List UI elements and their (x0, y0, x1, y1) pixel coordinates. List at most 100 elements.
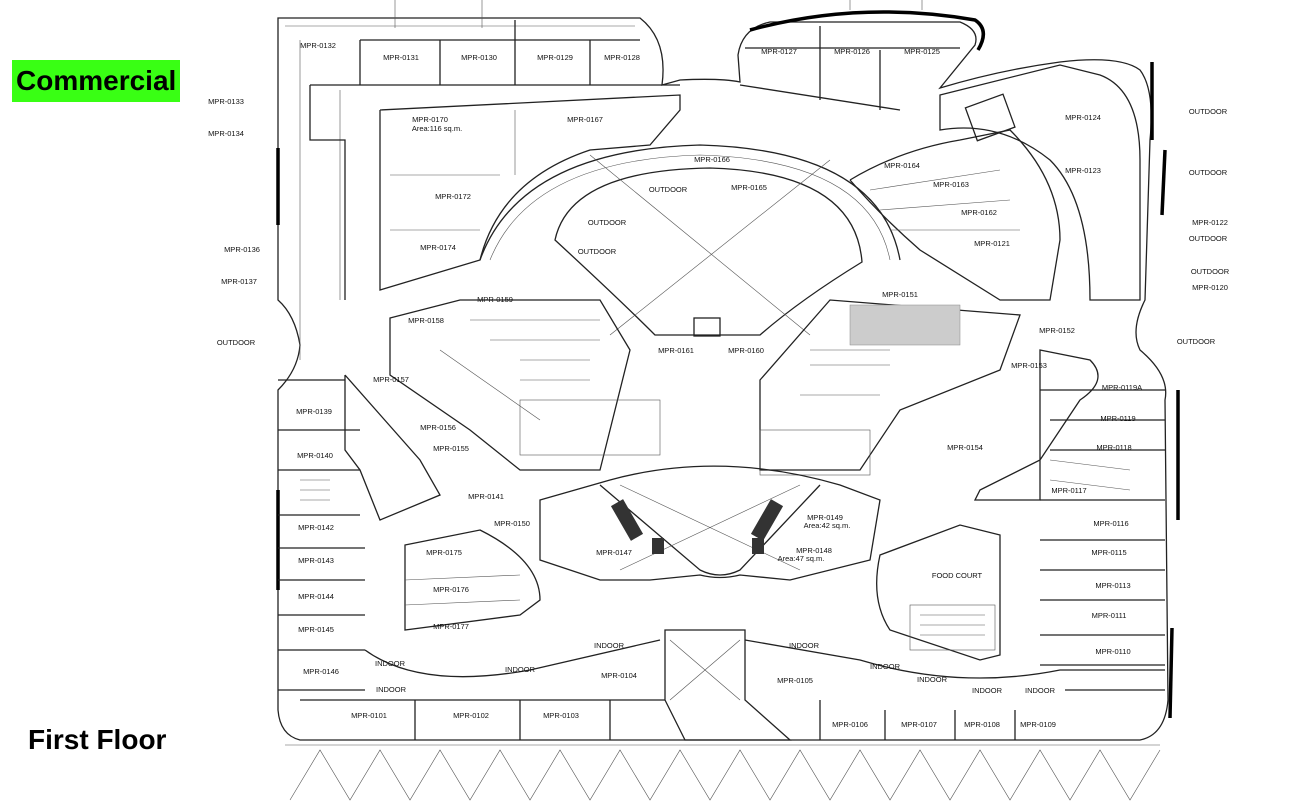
unit-label: MPR-0159 (477, 295, 513, 304)
unit-label: MPR-0157 (373, 375, 409, 384)
unit-label: MPR-0162 (961, 208, 997, 217)
unit-label: MPR-0156 (420, 423, 456, 432)
unit-label: MPR-0140 (297, 451, 333, 460)
unit-label: MPR-0120 (1192, 283, 1228, 292)
unit-label: MPR-0121 (974, 239, 1010, 248)
unit-label: MPR-0144 (298, 592, 334, 601)
northeast-block (849, 64, 1141, 301)
unit-label: MPR-0111 (1092, 611, 1127, 620)
northwest-block (309, 85, 681, 300)
unit-label: OUTDOOR (217, 338, 256, 347)
unit-label: MPR-0134 (208, 129, 244, 138)
unit-label: MPR-0123 (1065, 166, 1101, 175)
unit-label: MPR-0125 (904, 47, 940, 56)
north-shops (310, 0, 960, 111)
unit-label: MPR-0141 (468, 492, 504, 501)
unit-label: MPR-0102 (453, 711, 489, 720)
unit-label: MPR-0136 (224, 245, 260, 254)
unit-label: MPR-0143 (298, 556, 334, 565)
unit-label: INDOOR (505, 665, 536, 674)
unit-label: INDOOR (917, 675, 948, 684)
unit-label: INDOOR (972, 686, 1003, 695)
unit-label: MPR-0165 (731, 183, 767, 192)
unit-label: MPR-0119 (1100, 414, 1135, 423)
unit-label: MPR-0166 (694, 155, 730, 164)
unit-label: Area:116 sq.m. (412, 124, 462, 133)
unit-label: OUTDOOR (649, 185, 688, 194)
west-shops (278, 374, 441, 691)
central-atrium (479, 144, 901, 337)
unit-label: MPR-0124 (1065, 113, 1101, 122)
unit-label: MPR-0131 (383, 53, 419, 62)
unit-label: MPR-0158 (408, 316, 444, 325)
unit-label: MPR-0170 (412, 115, 448, 124)
unit-label: INDOOR (376, 685, 407, 694)
unit-label: MPR-0127 (761, 47, 797, 56)
food-court (876, 524, 1001, 661)
unit-label: MPR-0161 (658, 346, 694, 355)
unit-label: INDOOR (870, 662, 901, 671)
building-outline (277, 17, 1169, 741)
south-atrium (539, 465, 881, 581)
unit-label: MPR-0146 (303, 667, 339, 676)
canopy (285, 744, 1161, 801)
unit-label: MPR-0115 (1091, 548, 1126, 557)
unit-label: MPR-0117 (1051, 486, 1086, 495)
unit-label: MPR-0163 (933, 180, 969, 189)
unit-label: MPR-0133 (208, 97, 244, 106)
unit-label: MPR-0145 (298, 625, 334, 634)
unit-label: MPR-0104 (601, 671, 637, 680)
unit-label: MPR-0103 (543, 711, 579, 720)
unit-label: MPR-0155 (433, 444, 469, 453)
unit-label: MPR-0154 (947, 443, 983, 452)
unit-label: OUTDOOR (588, 218, 627, 227)
unit-label: MPR-0107 (901, 720, 937, 729)
unit-label: MPR-0151 (882, 290, 918, 299)
east-railing-upper (1160, 149, 1167, 216)
unit-label: MPR-0149 (807, 513, 843, 522)
unit-label: MPR-0126 (834, 47, 870, 56)
unit-label: MPR-0137 (221, 277, 257, 286)
unit-label: INDOOR (594, 641, 625, 650)
unit-label: MPR-0160 (728, 346, 764, 355)
unit-label: MPR-0128 (604, 53, 640, 62)
top-railing (749, 10, 985, 51)
unit-label: MPR-0110 (1095, 647, 1130, 656)
unit-label: MPR-0142 (298, 523, 334, 532)
unit-label: MPR-0164 (884, 161, 920, 170)
unit-label: MPR-0174 (420, 243, 456, 252)
unit-label: INDOOR (1025, 686, 1056, 695)
unit-label: MPR-0153 (1011, 361, 1047, 370)
unit-label: MPR-0152 (1039, 326, 1075, 335)
unit-label: MPR-0108 (964, 720, 1000, 729)
commercial-badge: Commercial (12, 60, 181, 102)
unit-label: MPR-0130 (461, 53, 497, 62)
unit-label: MPR-0148 (796, 546, 832, 555)
unit-label: MPR-0147 (596, 548, 632, 557)
unit-label: INDOOR (789, 641, 820, 650)
unit-label: MPR-0129 (537, 53, 573, 62)
floor-title: First Floor (28, 724, 167, 755)
unit-label: MPR-0106 (832, 720, 868, 729)
unit-label: OUTDOOR (1177, 337, 1216, 346)
unit-label: OUTDOOR (1189, 107, 1228, 116)
east-shops (973, 349, 1165, 666)
unit-label: MPR-0118 (1096, 443, 1131, 452)
unit-label: OUTDOOR (1189, 234, 1228, 243)
east-railing-bottom (1168, 627, 1174, 719)
unit-label: OUTDOOR (578, 247, 617, 256)
unit-label: MPR-0119A (1102, 383, 1142, 392)
south-shops (300, 629, 1165, 741)
unit-label: MPR-0109 (1020, 720, 1056, 729)
unit-label: MPR-0132 (300, 41, 336, 50)
unit-label: MPR-0177 (433, 622, 469, 631)
unit-label: Area:47 sq.m. (778, 554, 825, 563)
west-core (389, 299, 661, 471)
unit-label: OUTDOOR (1191, 267, 1230, 276)
unit-label: MPR-0167 (567, 115, 603, 124)
southwest-block (404, 529, 541, 631)
east-core (759, 299, 1021, 476)
unit-label: OUTDOOR (1189, 168, 1228, 177)
